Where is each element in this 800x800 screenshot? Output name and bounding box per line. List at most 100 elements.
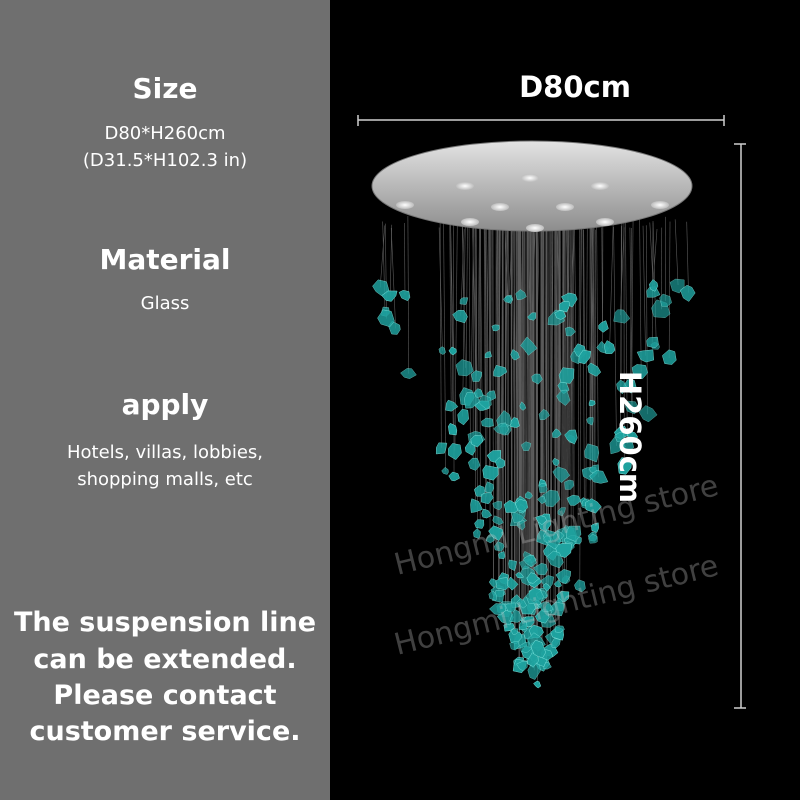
glass-piece [546, 550, 564, 569]
glass-piece [591, 522, 599, 533]
suspension-wire [484, 228, 487, 402]
suspension-wire [631, 220, 634, 409]
glass-piece [467, 457, 481, 471]
glass-piece [553, 579, 562, 588]
glass-piece [535, 515, 548, 526]
glass-piece [589, 470, 609, 484]
suspension-wire [504, 219, 509, 300]
canopy-light [521, 174, 539, 182]
glass-piece [574, 579, 586, 593]
glass-piece [551, 638, 561, 649]
suspension-wire [495, 219, 498, 328]
glass-piece [481, 417, 494, 428]
glass-piece [531, 639, 546, 659]
glass-piece [473, 388, 484, 398]
glass-piece [662, 349, 677, 365]
glass-piece [564, 479, 575, 490]
glass-piece [435, 442, 448, 455]
glass-piece [503, 500, 519, 513]
glass-piece [598, 320, 609, 333]
glass-piece [508, 559, 517, 572]
canopy-light [591, 182, 609, 190]
glass-piece [554, 310, 567, 320]
glass-piece [448, 443, 462, 461]
suspension-wire [532, 218, 536, 318]
glass-piece [504, 602, 516, 613]
glass-piece [398, 290, 411, 302]
glass-piece [584, 443, 600, 463]
glass-piece [588, 533, 598, 544]
glass-piece [438, 346, 446, 355]
suspension-wire [577, 217, 580, 541]
glass-piece [538, 601, 554, 612]
glass-piece [552, 428, 562, 438]
glass-piece [541, 489, 561, 508]
note-line-2: can be extended. [33, 644, 297, 675]
suspension-wire [390, 227, 396, 329]
glass-piece [520, 336, 538, 356]
glass-piece [509, 609, 523, 623]
product-photo: D80cm H260cm Hongmi Lighting store Hongm… [330, 0, 800, 800]
material-heading: Material [99, 243, 231, 276]
material-value: Glass [140, 293, 190, 314]
suspension-wire [557, 229, 560, 585]
glass-piece [617, 457, 633, 475]
glass-piece [557, 507, 566, 517]
suspension-wire [522, 221, 525, 626]
glass-piece [559, 301, 570, 313]
glass-piece [503, 295, 513, 303]
glass-piece [613, 309, 631, 324]
suspension-wire [558, 220, 562, 475]
glass-piece [638, 405, 658, 423]
suspension-wire [449, 215, 452, 406]
glass-piece [565, 326, 576, 337]
suspension-wire [668, 221, 671, 358]
width-dimension-label: D80cm [519, 70, 631, 104]
suspension-wire [404, 223, 406, 295]
glass-piece [448, 422, 458, 436]
glass-piece [555, 569, 571, 584]
glass-piece [614, 432, 625, 443]
suspension-wire [517, 228, 519, 520]
suspension-wire [501, 228, 504, 584]
suspension-wire [590, 216, 593, 453]
glass-piece [679, 284, 696, 302]
suspension-wire [462, 216, 464, 301]
glass-piece [526, 572, 540, 584]
glass-piece [622, 437, 635, 452]
glass-piece [525, 586, 544, 605]
glass-piece [518, 620, 528, 631]
size-heading: Size [132, 72, 198, 105]
suspension-wire [511, 217, 515, 424]
suspension-wire [443, 216, 447, 472]
glass-piece [484, 351, 493, 359]
glass-piece [510, 349, 520, 361]
glass-piece [531, 373, 543, 385]
apply-heading: apply [121, 388, 209, 421]
glass-piece [543, 529, 562, 550]
glass-piece [636, 349, 655, 363]
glass-piece [494, 541, 505, 552]
glass-piece [552, 457, 560, 467]
glass-piece [543, 661, 552, 670]
suspension-wire [579, 224, 583, 351]
glass-piece [587, 362, 602, 377]
glass-piece [537, 496, 546, 505]
glass-piece [488, 525, 504, 541]
glass-piece [495, 577, 510, 591]
glass-piece [525, 491, 533, 500]
canopy-light [651, 201, 669, 209]
suspension-wire [479, 219, 483, 406]
suspension-wire [384, 223, 387, 319]
glass-piece [527, 662, 541, 680]
glass-piece [616, 379, 627, 395]
glass-piece [543, 535, 551, 543]
glass-piece [522, 554, 537, 568]
suspension-wire [551, 226, 554, 540]
glass-piece [448, 471, 460, 482]
glass-piece [498, 551, 506, 560]
suspension-wire [485, 222, 488, 423]
glass-piece [489, 603, 506, 616]
suspension-wire [613, 226, 617, 446]
glass-piece [459, 297, 469, 305]
